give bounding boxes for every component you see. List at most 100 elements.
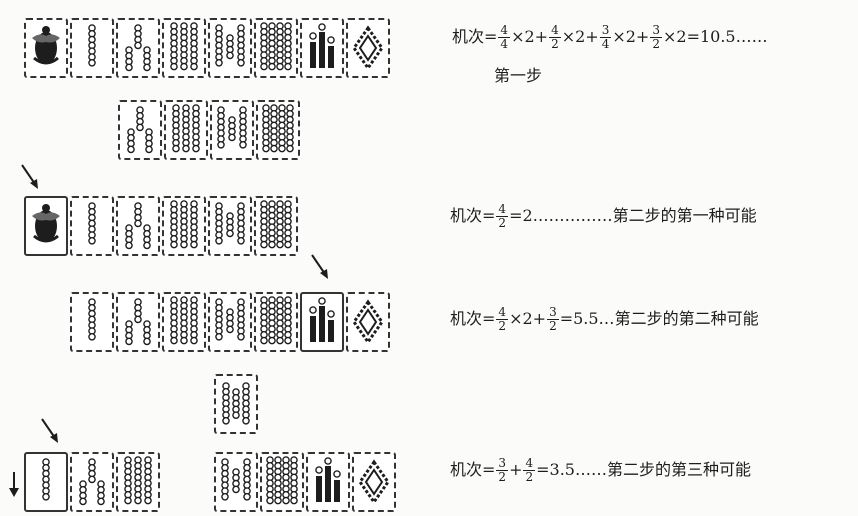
step-label-1: 第一步 bbox=[494, 66, 543, 85]
tile-b8 bbox=[256, 100, 300, 160]
tile-s9-face bbox=[309, 23, 335, 68]
tile-s8 bbox=[210, 100, 254, 160]
formula-text: ×2+ bbox=[509, 309, 547, 329]
tile-s9 bbox=[306, 452, 350, 512]
tile-s1-face bbox=[42, 458, 50, 501]
tile-s9 bbox=[300, 18, 344, 78]
tile-b6 bbox=[116, 196, 160, 256]
fraction-numerator: 3 bbox=[496, 456, 509, 471]
formula-text: ×2=10.5…… bbox=[662, 27, 768, 47]
tile-s8-face bbox=[215, 202, 245, 245]
tile-s8-face bbox=[215, 24, 245, 67]
tile-s8-face bbox=[221, 458, 251, 501]
tile-s5 bbox=[162, 292, 206, 352]
formula-text: ×2+ bbox=[612, 27, 650, 47]
tile-s1 bbox=[70, 18, 114, 78]
tile-b8 bbox=[260, 452, 304, 512]
tile-b3-face bbox=[222, 382, 250, 425]
tile-b6-face bbox=[127, 106, 153, 154]
fraction-denominator: 2 bbox=[551, 36, 559, 51]
fraction-numerator: 3 bbox=[650, 23, 662, 38]
tile-s5-face bbox=[172, 104, 200, 153]
fraction-numerator: 3 bbox=[599, 23, 612, 38]
fraction-denominator: 2 bbox=[498, 469, 507, 484]
tile-b8-face bbox=[260, 296, 292, 345]
tile-s8 bbox=[208, 18, 252, 78]
fraction-numerator: 4 bbox=[523, 456, 536, 471]
tile-s8 bbox=[208, 196, 252, 256]
tile-s9-face bbox=[315, 457, 341, 502]
tile-b6-face bbox=[125, 298, 151, 346]
formula-text: =5.5… bbox=[559, 309, 615, 329]
tile-s5 bbox=[164, 100, 208, 160]
tile-b6 bbox=[116, 292, 160, 352]
formula-text: 机次= bbox=[450, 460, 496, 480]
fraction-denominator: 2 bbox=[652, 36, 660, 51]
tile-s8-face bbox=[215, 298, 245, 341]
tile-s5 bbox=[162, 196, 206, 256]
tile-bird bbox=[24, 18, 68, 78]
formula-text: 机次= bbox=[452, 27, 498, 47]
fraction-numerator: 4 bbox=[496, 305, 509, 320]
formula-text: ×2+ bbox=[511, 27, 549, 47]
fraction-denominator: 2 bbox=[549, 318, 557, 333]
fraction-numerator: 4 bbox=[498, 23, 511, 38]
tile-s1 bbox=[70, 292, 114, 352]
tile-b6-face bbox=[125, 202, 151, 250]
fraction-denominator: 2 bbox=[498, 215, 507, 230]
tile-bird-face bbox=[32, 204, 60, 243]
tile-s9 bbox=[300, 292, 344, 352]
fraction-numerator: 4 bbox=[496, 202, 509, 217]
fraction-denominator: 2 bbox=[525, 469, 534, 484]
step-label: 第二步的第一种可能 bbox=[612, 206, 757, 226]
formula-text: =3.5…… bbox=[536, 460, 607, 480]
tile-b6 bbox=[116, 18, 160, 78]
tile-b5 bbox=[346, 292, 390, 352]
fraction-denominator: 4 bbox=[500, 36, 509, 51]
tile-s5 bbox=[116, 452, 160, 512]
tile-b8 bbox=[254, 18, 298, 78]
pointer-arrow-icon bbox=[308, 252, 332, 280]
tile-s1-face bbox=[88, 202, 96, 245]
formula-text: + bbox=[509, 460, 523, 480]
tile-s9-face bbox=[309, 297, 335, 342]
tile-s1 bbox=[24, 452, 68, 512]
tile-s1 bbox=[70, 196, 114, 256]
tile-s5-face bbox=[170, 200, 198, 249]
fraction-denominator: 2 bbox=[498, 318, 507, 333]
tile-b6-face bbox=[79, 458, 105, 506]
step-label: 第二步的第三种可能 bbox=[606, 460, 751, 480]
formula-text: 机次= bbox=[450, 206, 496, 226]
fraction-numerator: 3 bbox=[547, 305, 559, 320]
tile-s8 bbox=[208, 292, 252, 352]
tile-b3 bbox=[214, 374, 258, 434]
tile-s5-face bbox=[170, 22, 198, 71]
tile-s8-face bbox=[217, 106, 247, 149]
tile-b8-face bbox=[266, 456, 298, 505]
formula-text: 机次= bbox=[450, 309, 496, 329]
tile-b5-face bbox=[352, 25, 384, 71]
down-arrow-icon bbox=[2, 470, 26, 498]
formula-text: ×2+ bbox=[561, 27, 599, 47]
tile-b6 bbox=[118, 100, 162, 160]
tile-b6-face bbox=[125, 24, 151, 72]
tile-b8-face bbox=[260, 200, 292, 249]
tile-s1-face bbox=[88, 298, 96, 341]
tile-b6 bbox=[70, 452, 114, 512]
tile-s5 bbox=[162, 18, 206, 78]
tile-s5-face bbox=[124, 456, 152, 505]
tile-b5 bbox=[352, 452, 396, 512]
pointer-arrow-icon bbox=[18, 162, 42, 190]
tile-b8-face bbox=[262, 104, 294, 153]
fraction-denominator: 4 bbox=[601, 36, 610, 51]
